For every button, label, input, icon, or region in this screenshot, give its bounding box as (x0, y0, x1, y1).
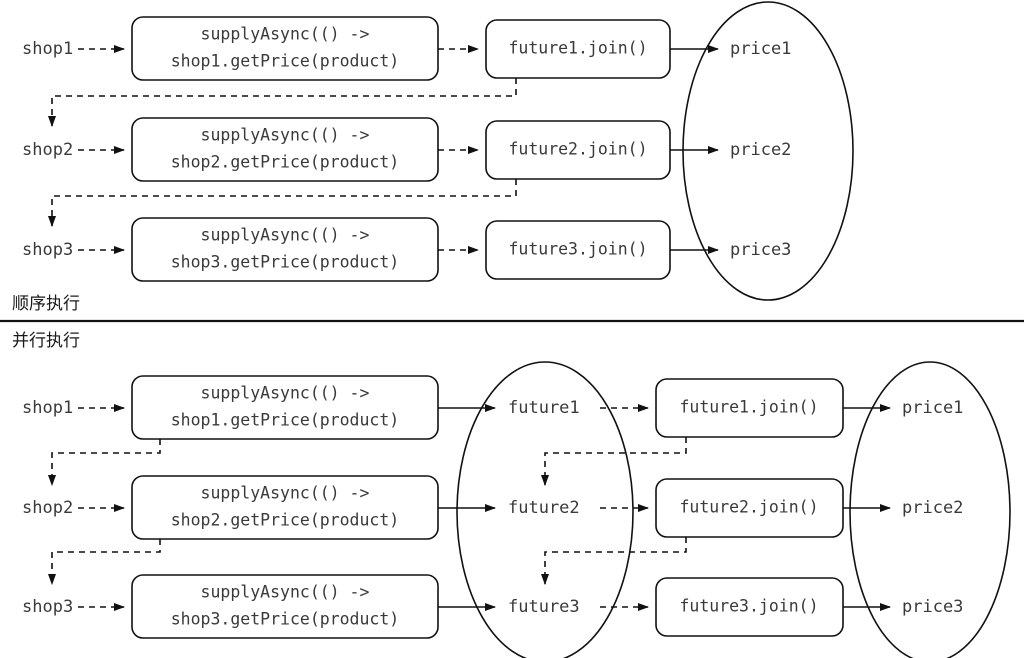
row-sequential-3: shop3 supplyAsync(() -> shop3.getPrice(p… (22, 217, 791, 282)
row-parallel-2: shop2 supplyAsync(() -> shop2.getPrice(p… (22, 475, 963, 540)
feedback-edge-parallel-left-1-to-2 (47, 439, 161, 487)
section-caption-sequential: 顺序执行 (12, 294, 80, 314)
task-box-sequential-2-line1: supplyAsync(() -> (201, 126, 370, 145)
source-label-shop1-parallel: shop1 (22, 398, 73, 418)
feedback-edge-sequential-2-to-3 (47, 179, 517, 228)
result-label-price1-parallel: price1 (902, 398, 963, 418)
task-box-sequential-1-line1: supplyAsync(() -> (201, 25, 370, 44)
join-box-parallel-3-label: future3.join() (679, 597, 818, 616)
task-box-parallel-3-line1: supplyAsync(() -> (201, 583, 370, 602)
join-box-sequential-2-label: future2.join() (508, 140, 647, 159)
result-group-ellipse-parallel (849, 361, 1011, 658)
join-box-sequential-1-label: future1.join() (508, 39, 647, 58)
result-label-price2-sequential: price2 (730, 140, 791, 160)
join-box-parallel-2-label: future2.join() (679, 498, 818, 517)
task-box-parallel-2-line1: supplyAsync(() -> (201, 484, 370, 503)
source-label-shop2-sequential: shop2 (22, 140, 73, 160)
result-label-price3-parallel: price3 (902, 597, 963, 617)
join-box-parallel-1-label: future1.join() (679, 398, 818, 417)
feedback-edge-parallel-join-1-to-2 (540, 437, 687, 487)
task-box-sequential-2-line2: shop2.getPrice(product) (171, 153, 399, 172)
task-box-parallel-2-line2: shop2.getPrice(product) (171, 511, 399, 530)
source-label-shop1-sequential: shop1 (22, 39, 73, 59)
future-label-future2-parallel: future2 (508, 498, 580, 518)
task-box-parallel-1-line2: shop1.getPrice(product) (171, 411, 399, 430)
section-sequential: shop1 supplyAsync(() -> shop1.getPrice(p… (12, 1, 854, 314)
task-box-sequential-1-line2: shop1.getPrice(product) (171, 52, 399, 71)
task-box-parallel-3-line2: shop3.getPrice(product) (171, 610, 399, 629)
future-label-future3-parallel: future3 (508, 597, 580, 617)
source-label-shop3-parallel: shop3 (22, 597, 73, 617)
result-label-price2-parallel: price2 (902, 498, 963, 518)
join-box-sequential-3-label: future3.join() (508, 240, 647, 259)
row-sequential-1: shop1 supplyAsync(() -> shop1.getPrice(p… (22, 16, 791, 81)
source-label-shop3-sequential: shop3 (22, 240, 73, 260)
row-sequential-2: shop2 supplyAsync(() -> shop2.getPrice(p… (22, 117, 791, 182)
row-parallel-3: shop3 supplyAsync(() -> shop3.getPrice(p… (22, 574, 963, 639)
source-label-shop2-parallel: shop2 (22, 498, 73, 518)
feedback-edge-parallel-left-2-to-3 (47, 539, 161, 586)
row-parallel-1: shop1 supplyAsync(() -> shop1.getPrice(p… (22, 375, 963, 440)
task-box-sequential-3-line2: shop3.getPrice(product) (171, 253, 399, 272)
result-label-price3-sequential: price3 (730, 240, 791, 260)
task-box-sequential-3-line1: supplyAsync(() -> (201, 226, 370, 245)
task-box-parallel-1-line1: supplyAsync(() -> (201, 384, 370, 403)
feedback-edge-parallel-join-2-to-3 (540, 537, 687, 586)
result-label-price1-sequential: price1 (730, 39, 791, 59)
future-group-ellipse-parallel (456, 361, 634, 658)
result-group-ellipse-sequential (682, 1, 854, 301)
future-label-future1-parallel: future1 (508, 398, 580, 418)
section-caption-parallel: 并行执行 (12, 331, 80, 351)
feedback-edge-sequential-1-to-2 (47, 78, 517, 128)
section-parallel: 并行执行 shop1 supplyAsync(() -> shop1.getPr… (12, 331, 1011, 658)
